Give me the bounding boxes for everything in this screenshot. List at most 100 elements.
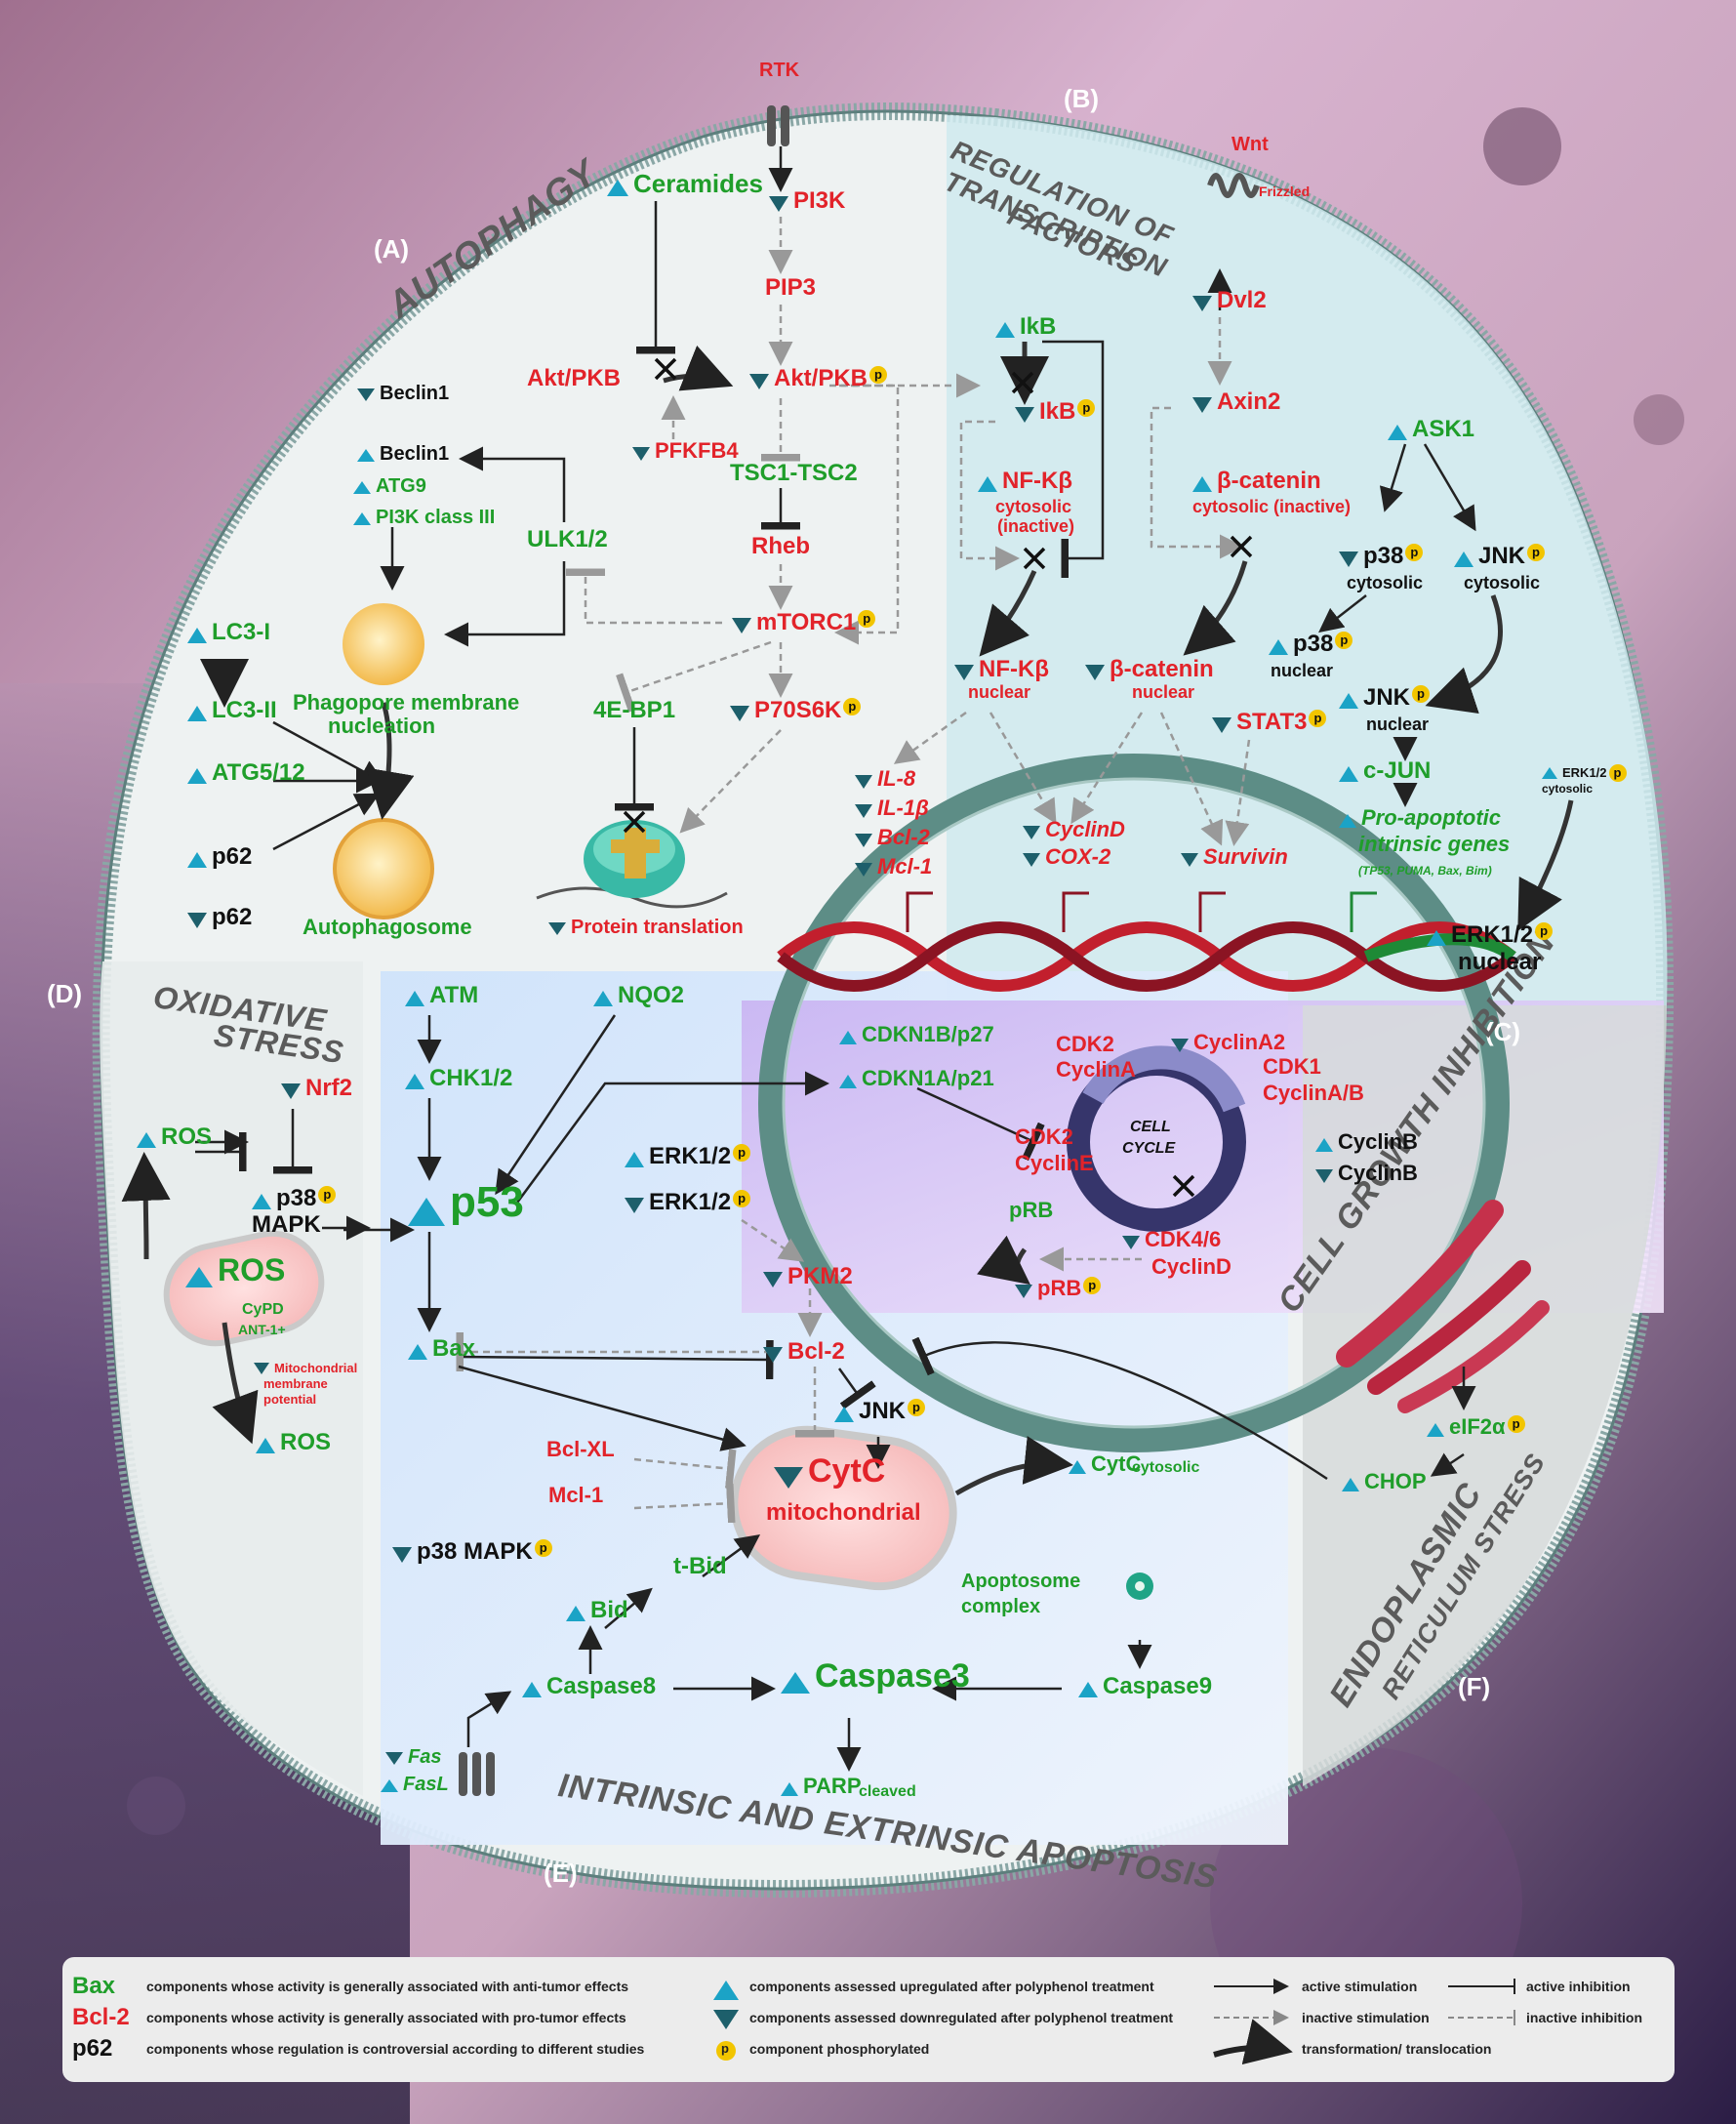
- phospho-icon: p: [1608, 763, 1627, 782]
- node-ebp1: 4E-BP1: [593, 697, 675, 723]
- node-label: Survivin: [1203, 843, 1288, 869]
- node-p53: p53: [408, 1178, 524, 1227]
- node-label: mTORC1: [756, 608, 857, 635]
- pathway-edge: [366, 702, 415, 820]
- pathway-edge: [515, 1071, 829, 1204]
- legend-up-triangle-icon: [713, 1981, 739, 2000]
- pathway-edge: [911, 1336, 1328, 1481]
- node-label: JNK: [1363, 683, 1411, 711]
- down-triangle-icon: [954, 664, 974, 680]
- node-bcat-cyt: β-catenin: [1192, 468, 1321, 494]
- node-atg512: ATG5/12: [187, 759, 305, 786]
- legend-p62: p62: [72, 2035, 113, 2062]
- node-nrf2: Nrf2: [281, 1075, 352, 1101]
- node-label: Mitochondrial: [274, 1360, 358, 1375]
- node-label: Bcl-XL: [546, 1436, 615, 1461]
- up-triangle-icon: [408, 1198, 445, 1227]
- section-letter-f: (F): [1458, 1672, 1491, 1701]
- node-cdk46-sub: CyclinD: [1151, 1254, 1231, 1279]
- node-label: p38 MAPK: [417, 1537, 533, 1565]
- node-label: mitochondrial: [766, 1498, 921, 1526]
- up-triangle-icon: [781, 1781, 798, 1796]
- up-triangle-icon: [1339, 765, 1358, 782]
- node-label: cytosolic (inactive): [1192, 497, 1352, 517]
- node-label: ERK1/2: [649, 1142, 732, 1169]
- block-cross-icon: [1230, 535, 1253, 558]
- pathway-edge: [1150, 406, 1244, 559]
- node-label: nuclear: [1271, 661, 1334, 681]
- node-cdk2e-sub: CyclinE: [1015, 1151, 1094, 1175]
- autophagosome-vesicle: [333, 818, 434, 919]
- phospho-icon: p: [733, 1143, 751, 1162]
- down-triangle-icon: [1339, 551, 1358, 567]
- node-label: ULK1/2: [527, 525, 608, 552]
- pathway-edge: [959, 420, 1020, 571]
- pathway-edge: [829, 384, 900, 645]
- node-label: nuclear: [1366, 715, 1430, 735]
- node-label: ATG9: [376, 475, 426, 497]
- pathway-edge: [702, 1534, 761, 1578]
- node-p38-nuc-sub: nuclear: [1271, 661, 1334, 681]
- down-triangle-icon: [855, 774, 872, 789]
- node-label: IL-1β: [877, 795, 929, 820]
- down-triangle-icon: [1122, 1235, 1140, 1249]
- node-label: RTK: [759, 60, 800, 81]
- pathway-edge: [272, 793, 381, 851]
- phospho-icon: p: [1335, 631, 1353, 649]
- node-cdk2a-sub: CyclinA: [1056, 1057, 1136, 1082]
- node-chk: CHK1/2: [405, 1065, 512, 1091]
- node-label: P70S6K: [754, 696, 842, 723]
- node-label: TSC1-TSC2: [730, 459, 858, 486]
- node-label: CDK1: [1263, 1053, 1321, 1079]
- pathway-edge: [1379, 443, 1407, 512]
- node-casp3: Caspase3: [781, 1658, 970, 1695]
- up-triangle-icon: [408, 1343, 427, 1360]
- node-label: PFKFB4: [655, 437, 739, 463]
- up-triangle-icon: [137, 1131, 156, 1148]
- node-label: pRB: [1037, 1275, 1082, 1300]
- node-bcl2: Bcl-2: [763, 1338, 845, 1365]
- node-chop: CHOP: [1342, 1468, 1427, 1493]
- node-bcat-nuc: β-catenin: [1085, 656, 1214, 682]
- down-triangle-icon: [187, 912, 207, 928]
- pathway-edge: [1423, 443, 1476, 532]
- pathway-edge: [741, 1218, 805, 1262]
- node-il8: IL-8: [855, 766, 915, 791]
- node-nfkb-nuc-sub: nuclear: [968, 682, 1030, 703]
- up-triangle-icon: [252, 1193, 271, 1209]
- node-parp: PARP: [781, 1774, 862, 1798]
- node-il1b: IL-1β: [855, 796, 929, 820]
- down-triangle-icon: [1192, 295, 1212, 311]
- dna-helix: [777, 921, 1516, 992]
- node-label: CHOP: [1364, 1468, 1427, 1493]
- pathway-edge: [566, 568, 722, 625]
- node-label: Bid: [590, 1596, 628, 1623]
- node-label: LC3-I: [212, 618, 270, 645]
- down-triangle-icon: [855, 803, 872, 818]
- section-letter-b: (B): [1064, 84, 1100, 113]
- node-frizzled: Frizzled: [1259, 184, 1310, 201]
- node-label: Fas: [408, 1746, 442, 1768]
- down-triangle-icon: [769, 195, 788, 212]
- up-triangle-icon: [357, 449, 375, 463]
- node-mcl1: Mcl-1: [548, 1483, 603, 1507]
- ribosome-icon: [536, 820, 728, 909]
- node-label: CDK2: [1015, 1123, 1073, 1149]
- pathway-edge: [633, 1449, 737, 1490]
- node-fas: Fas: [385, 1746, 441, 1768]
- legend-p-text: component phosphorylated: [749, 2041, 930, 2057]
- block-cross-icon: [1023, 547, 1046, 570]
- node-label: ASK1: [1412, 415, 1475, 442]
- down-triangle-icon: [548, 922, 566, 936]
- node-label: ERK1/2: [1562, 764, 1607, 780]
- node-label: Beclin1: [380, 443, 450, 465]
- node-label: nuclear: [1132, 682, 1195, 703]
- rtk-receptor-icon: [767, 105, 789, 146]
- node-nqo2: NQO2: [593, 982, 684, 1008]
- pathway-edge: [495, 1014, 617, 1196]
- phospho-icon: p: [1507, 1414, 1525, 1433]
- node-beclin1-a: Beclin1: [357, 383, 449, 404]
